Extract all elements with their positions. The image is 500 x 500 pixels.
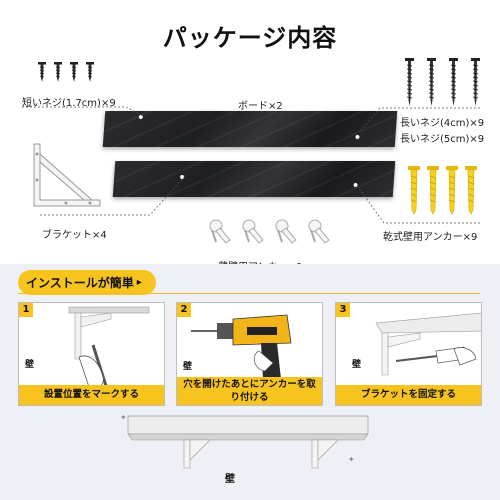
thin-wall-anchor-group: [206, 216, 331, 246]
svg-text:✦: ✦: [120, 413, 127, 422]
install-heading-wrap: インストールが簡単 ▸: [18, 270, 156, 295]
step-caption: 設置位置をマークする: [19, 385, 164, 405]
drill-icon: [191, 314, 292, 379]
wall-label: 壁: [25, 360, 35, 370]
wall-label: 壁: [225, 474, 235, 485]
drywall-anchor-group: [408, 166, 477, 214]
leader-lines: [22, 106, 480, 224]
short-screw-icon: [70, 62, 78, 82]
step-number: 2: [177, 303, 191, 317]
thin-wall-anchor-icon: [275, 219, 297, 244]
screwdriver-icon: [375, 312, 481, 376]
bracket-icon: [33, 143, 101, 207]
step-caption: ブラケットを固定する: [336, 385, 481, 405]
install-step-2: 2 壁 穴を開けたあとにアンカーを取り付ける: [176, 302, 323, 406]
drywall-anchor-icon: [427, 166, 439, 214]
short-screw-icon: [54, 62, 62, 82]
long-screw-4cm-label: 長いネジ(4cm)×9: [400, 118, 485, 129]
page-title: パッケージ内容: [162, 24, 338, 52]
short-screw-icon: [86, 62, 94, 82]
short-screw-group: [38, 62, 94, 82]
long-screw-group: [405, 58, 480, 106]
long-screw-icon: [427, 58, 436, 106]
long-screw-icon: [449, 58, 458, 106]
install-step-3: 3 壁 ブラケットを固定する: [335, 302, 482, 406]
board-label: ボード×2: [238, 101, 283, 112]
thin-wall-anchor-icon: [308, 219, 330, 244]
drywall-anchor-icon: [408, 166, 420, 214]
step-number: 1: [19, 303, 33, 317]
short-screw-icon: [38, 62, 46, 82]
svg-text:✦: ✦: [348, 455, 355, 464]
long-screw-icon: [471, 58, 480, 106]
drywall-anchor-icon: [465, 166, 477, 214]
bracket-label: ブラケット×4: [42, 230, 107, 241]
step-number: 3: [336, 303, 350, 317]
wall-label: 壁: [183, 362, 193, 372]
short-screw-label: 短いネジ(1.7cm)×9: [22, 98, 116, 109]
install-step-1: 1 壁 設置位置をマークする: [18, 302, 165, 406]
step-caption: 穴を開けたあとにアンカーを取り付ける: [177, 377, 322, 405]
thin-wall-anchor-icon: [209, 219, 231, 244]
install-divider: [18, 293, 480, 294]
install-heading: インストールが簡単: [26, 276, 134, 290]
long-screw-5cm-label: 長いネジ(5cm)×9: [400, 134, 485, 145]
long-screw-icon: [405, 58, 414, 106]
install-heading-badge: インストールが簡単 ▸: [18, 270, 156, 295]
marking-pencil-icon: [68, 306, 150, 390]
drywall-anchor-label: 乾式壁用アンカー×9: [383, 232, 478, 243]
drywall-anchor-icon: [446, 166, 458, 214]
mounted-shelf-illustration: ✦ ✦: [120, 413, 369, 469]
chevron-right-icon: ▸: [136, 277, 142, 288]
wall-label: 壁: [352, 360, 362, 370]
thin-wall-anchor-icon: [242, 219, 264, 244]
